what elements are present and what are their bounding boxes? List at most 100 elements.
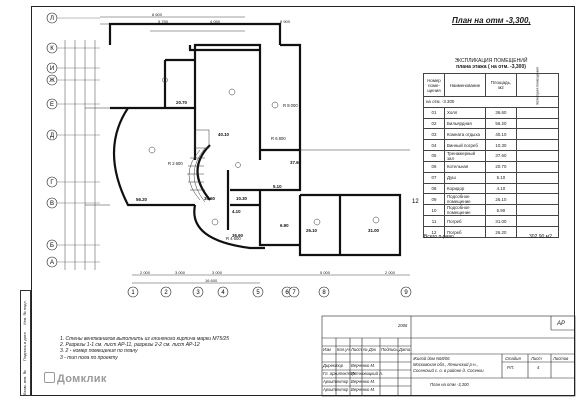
notes: 1. Стены вентканалов выполнить из глинян… — [60, 336, 229, 361]
stamp-year: 2006 — [398, 323, 408, 328]
explication-cell-category — [515, 160, 560, 173]
stamp-sheet-title: План на отм -3,300 — [430, 382, 469, 387]
axis-number-label: 8 — [322, 290, 326, 296]
axis-right-label: 12 — [412, 199, 419, 205]
explication-cell-category — [515, 117, 560, 130]
axis-letter-label: Г — [50, 180, 54, 186]
note-line-4: 3 - тип пола по проекту — [60, 354, 118, 361]
explication-cell-category — [515, 226, 560, 238]
axis-letter-label: Б — [50, 243, 54, 249]
axis-letter-label: А — [50, 260, 54, 266]
explication: ЭКСПЛИКАЦИЯ ПОМЕЩЕНИЙ плана этажа ( на о… — [423, 58, 560, 238]
explication-cell-category — [515, 149, 560, 162]
axis-number-bubble — [288, 286, 300, 298]
note-line-3: 3. 2 - номер помещения по плану — [60, 348, 138, 355]
header-name: Наименование — [444, 73, 486, 97]
room-area-08: 4.10 — [232, 209, 241, 214]
note-line-2: 2. Разрезы 1-1 см. лист АР-11, разрезы 2… — [60, 342, 200, 349]
header-category: Категория помещения — [515, 67, 560, 104]
stamp-col-2: Кол.уч — [337, 347, 350, 352]
explication-cell-num: 10 — [423, 204, 445, 217]
axis-letter-label: Е — [50, 102, 54, 108]
room-area-09: 26.10 — [306, 228, 318, 233]
room-area-01: 36.60 — [232, 233, 244, 238]
axis-number-bubble — [318, 286, 330, 298]
explication-table: Номер поме- щения Наименование Площадь, … — [423, 67, 560, 238]
explication-cell-area: 6.90 — [484, 204, 517, 217]
explication-cell-area: 37.60 — [484, 149, 517, 162]
explication-cell-num: 11 — [423, 215, 445, 228]
axis-number-label: 5 — [256, 290, 260, 296]
explication-cell-num: 05 — [423, 149, 445, 162]
stamp-col-3: Лист — [351, 347, 362, 352]
room-area-02: 56.20 — [136, 197, 148, 202]
stamp-stage: Р.П. — [507, 365, 515, 370]
axis-number-bubble — [192, 286, 204, 298]
explication-cell-num: 03 — [423, 128, 445, 141]
explication-cell-name: Тренажерный зал — [444, 149, 486, 162]
explication-cell-name: Подсобное помещение — [444, 204, 486, 217]
stamp-address-1: Московская обл., Ленинский р-н., — [413, 362, 478, 367]
bottom-dim-2: 3 000 — [175, 270, 186, 275]
room-area-10: 6.90 — [280, 223, 289, 228]
stamp-sheet-number: 4 — [537, 365, 540, 370]
bottom-dim-4: 5 000 — [320, 270, 331, 275]
explication-cell-category — [515, 171, 560, 184]
top-dim-2: 5 750 — [158, 19, 169, 24]
axis-letter-label: Л — [50, 16, 54, 22]
stamp-role-2: Гл. архитектор — [323, 371, 355, 376]
radius-2: R 8 000 — [283, 103, 298, 108]
axis-number-label: 7 — [292, 290, 296, 296]
explication-cell-category — [515, 215, 560, 228]
watermark: Домклик — [44, 372, 107, 385]
explication-cell-num: 07 — [423, 171, 445, 184]
header-area: Площадь, м2 — [484, 73, 517, 97]
stamp-project: Жилой дом N68/06 — [413, 356, 450, 361]
axis-number-label: 9 — [404, 290, 408, 296]
axis-letter-label: К — [50, 46, 54, 52]
axis-letter-label: В — [50, 201, 54, 207]
axis-number-bubble — [252, 286, 264, 298]
stamp-role-3: Архитектор — [323, 379, 349, 384]
explication-cell-num: 12 — [423, 226, 445, 238]
stamp-address-2: Сосенский с. о. в районе д. Сосенки — [413, 368, 484, 373]
stamp-sheet-header: Лист — [531, 356, 542, 361]
axis-number-label: 2 — [164, 290, 168, 296]
explication-cell-category — [515, 204, 560, 217]
axis-number-bubble — [127, 286, 139, 298]
explication-cell-category — [515, 128, 560, 141]
axis-number-label: 3 — [196, 290, 200, 296]
header-num: Номер поме- щения — [423, 73, 445, 97]
axis-number-label: 1 — [131, 290, 135, 296]
drawing-frame — [31, 6, 575, 396]
stamp-role-1: Директор — [323, 363, 344, 368]
bottom-dim-5: 2 000 — [385, 270, 396, 275]
watermark-text: Домклик — [57, 373, 107, 385]
axis-number-label: 6 — [285, 290, 289, 296]
explication-cell-num: 06 — [423, 160, 445, 173]
room-area-04: 10.30 — [236, 196, 248, 201]
axis-number-bubble — [217, 286, 229, 298]
bottom-dim-1: 2 000 — [140, 270, 151, 275]
top-dim-4: 8 900 — [280, 19, 291, 24]
radius-1: R 6 800 — [271, 136, 286, 141]
stamp-name-4: Верченко М. — [351, 387, 376, 392]
note-line-1: 1. Стены вентканалов выполнить из глинян… — [60, 336, 230, 342]
stamp-col-5: Подпись — [381, 347, 398, 352]
bottom-dim-3: 3 000 — [212, 270, 223, 275]
stamp-stage-header: Стадия — [505, 356, 521, 361]
stamp-col-4: № Док — [363, 347, 376, 352]
room-area-07: 5.10 — [273, 184, 282, 189]
stamp-col-1: Изм — [323, 347, 331, 352]
